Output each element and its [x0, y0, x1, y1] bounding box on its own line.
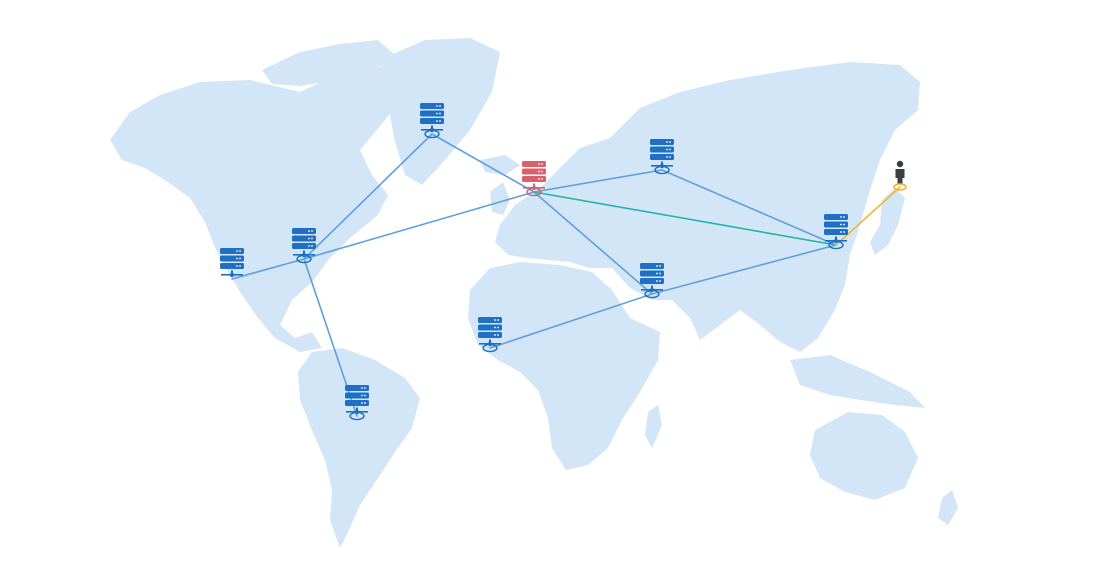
link-west-africa-to-middle-east	[489, 293, 653, 349]
node-ring-icon	[296, 254, 312, 264]
link-north-america-east-to-europe	[303, 191, 535, 260]
server-rack-icon	[220, 248, 244, 278]
server-node-south-america[interactable]	[345, 385, 369, 421]
node-ring-icon	[828, 240, 844, 250]
link-middle-east-to-east-asia	[651, 244, 837, 295]
node-ring-icon	[654, 165, 670, 175]
link-russia-to-east-asia	[661, 169, 837, 246]
node-ring-icon	[424, 129, 440, 139]
server-rack-icon	[824, 214, 848, 244]
landmass-north-america	[110, 60, 410, 352]
server-node-north-america-west[interactable]	[220, 248, 244, 278]
network-links	[231, 133, 901, 417]
server-rack-icon	[292, 228, 316, 258]
node-ring-icon	[644, 289, 660, 299]
server-node-north-america-east[interactable]	[292, 228, 316, 264]
landmass-madagascar	[645, 405, 662, 448]
link-east-asia-to-japan-user	[835, 186, 901, 246]
server-node-middle-east[interactable]	[640, 263, 664, 299]
landmass-africa	[468, 262, 660, 470]
landmass-british-isles	[490, 182, 510, 215]
server-rack-icon	[478, 317, 502, 347]
server-rack-icon	[345, 385, 369, 415]
link-europe-to-russia	[533, 169, 663, 193]
server-rack-icon	[640, 263, 664, 293]
server-rack-icon	[650, 139, 674, 169]
server-node-greenland[interactable]	[420, 103, 444, 139]
landmass-iceland	[480, 155, 520, 175]
landmass-south-america	[298, 348, 420, 548]
node-ring-icon	[893, 183, 907, 191]
server-node-west-africa[interactable]	[478, 317, 502, 353]
landmass-arctic-islands	[262, 40, 395, 86]
link-europe-to-middle-east	[533, 191, 653, 295]
link-europe-to-east-asia	[533, 191, 837, 246]
world-map-landmass	[110, 38, 958, 548]
landmass-japan	[870, 188, 905, 255]
landmass-australia	[810, 412, 918, 500]
user-person-icon	[895, 160, 905, 184]
link-north-america-west-to-north-america-east	[231, 258, 305, 280]
landmass-new-zealand	[938, 490, 958, 525]
user-node-japan-user[interactable]	[893, 160, 907, 191]
landmass-southeast-asia	[790, 355, 925, 408]
server-node-russia[interactable]	[650, 139, 674, 175]
landmass-eurasia	[495, 62, 920, 352]
server-node-east-asia[interactable]	[824, 214, 848, 250]
server-node-europe[interactable]	[522, 161, 546, 197]
node-ring-icon	[349, 411, 365, 421]
node-ring-icon	[526, 187, 542, 197]
link-greenland-to-europe	[431, 133, 535, 193]
network-nodes	[220, 103, 907, 421]
node-ring-icon	[482, 343, 498, 353]
link-north-america-east-to-greenland	[303, 133, 433, 260]
